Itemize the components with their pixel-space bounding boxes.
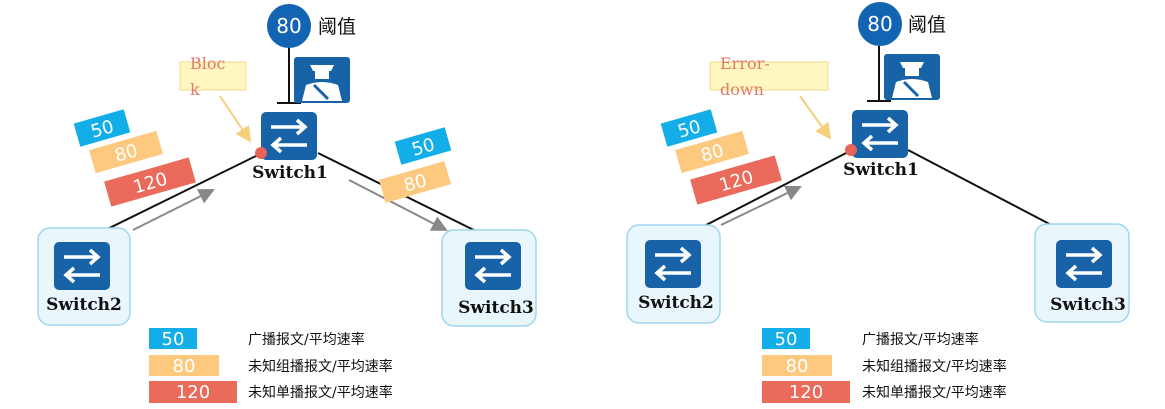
action-note: Bloc k [190,54,231,99]
link-switch1-switch3 [317,152,497,242]
legend-value: 80 [786,356,809,377]
legend-label: 未知组播报文/平均速率 [248,358,393,375]
outgoing-tag-multicast: 80 [379,161,451,203]
switch2-icon [52,240,112,292]
switch3-icon [1054,238,1114,290]
switch3-label: Switch3 [458,298,534,318]
legend-value: 50 [162,329,185,350]
legend-label: 未知单播报文/平均速率 [862,384,1007,401]
error-down-port [845,144,857,156]
switch3-label: Switch3 [1050,295,1126,315]
outgoing-tag-broadcast: 50 [394,127,452,165]
flow-arrow-in [720,185,802,226]
legend-value: 80 [173,356,196,377]
legend-label: 未知单播报文/平均速率 [248,384,393,401]
switch1-label: Switch1 [843,160,919,180]
incoming-tag-multicast: 80 [675,130,749,174]
legend-swatch-unicast [149,381,237,403]
legend-swatch-broadcast [762,328,810,349]
legend-value: 120 [176,382,210,403]
switch2-label: Switch2 [638,293,714,313]
note-pointer [219,95,252,143]
action-note-line-1: Bloc [190,54,226,73]
action-note-line-2: down [720,80,764,99]
threshold-label: 阈值 [908,14,946,36]
legend-swatch-unicast [762,381,850,403]
legend-swatch-multicast [762,355,832,376]
switch3-icon [463,240,523,292]
switch1-icon [259,110,319,162]
switch1-label: Switch1 [252,163,328,183]
flow-arrow-out [348,179,448,231]
traffic-police-icon [882,52,942,102]
panel-error-down: 80 阈值 Error- down Switch1 Switch2 Switch… [626,2,1130,324]
legend-value: 120 [789,382,823,403]
action-note: Error- down [720,54,775,99]
link-switch2-switch1 [82,152,263,242]
legend-left: 50 广播报文/平均速率 80 未知组播报文/平均速率 120 未知单播报文/平… [149,328,393,403]
legend-label: 未知组播报文/平均速率 [862,358,1007,375]
legend-value: 50 [775,329,798,350]
traffic-police-icon [292,55,352,105]
panel-block: 80 阈值 Bloc k Switch1 Switch2 Switch3 50 … [37,4,537,327]
threshold-badge: 80 [858,2,902,46]
legend-swatch-broadcast [149,328,197,349]
threshold-badge: 80 [267,4,311,48]
legend-right: 50 广播报文/平均速率 80 未知组播报文/平均速率 120 未知单播报文/平… [762,328,1007,403]
threshold-value: 80 [867,12,892,36]
switch2-label: Switch2 [46,295,122,315]
legend-swatch-multicast [149,355,219,376]
legend-label: 广播报文/平均速率 [248,331,365,348]
note-pointer [799,95,832,140]
blocked-port [255,147,267,159]
action-note-line-1: Error- [720,54,770,73]
action-note-box [709,61,829,91]
threshold-value: 80 [276,14,301,38]
switch1-icon [850,108,910,160]
action-note-line-2: k [190,80,200,99]
action-note-box [179,61,247,91]
threshold-label: 阈值 [318,16,356,38]
flow-arrow-in [132,189,215,231]
legend-label: 广播报文/平均速率 [862,331,979,348]
switch2-icon [643,238,703,290]
